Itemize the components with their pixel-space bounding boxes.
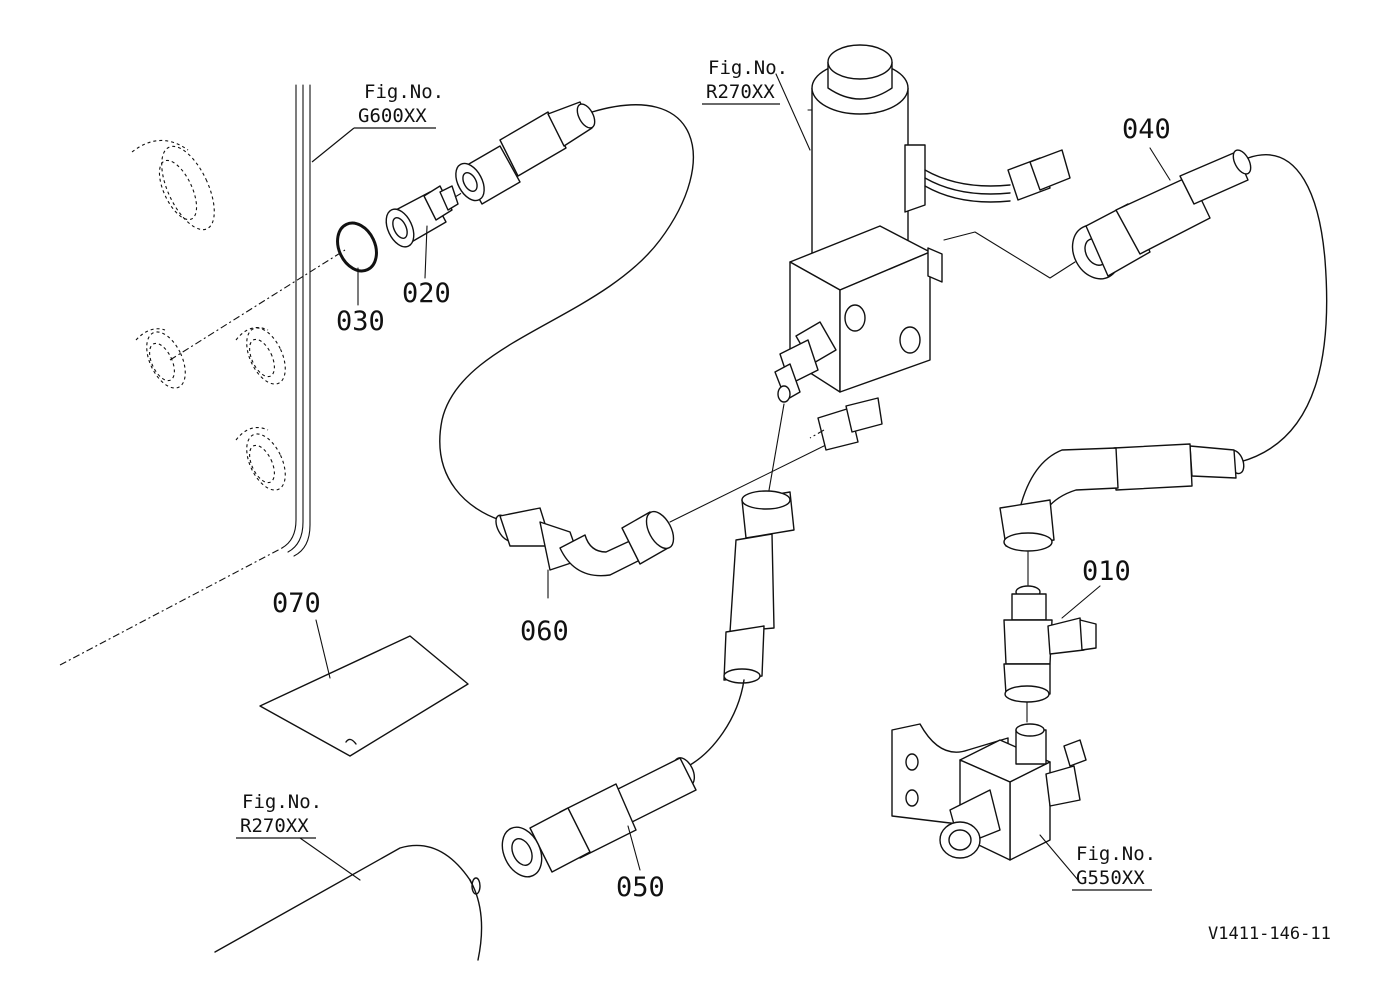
part-label-070: 070 bbox=[272, 588, 321, 619]
drawing-code: V1411-146-11 bbox=[1208, 924, 1331, 944]
adapter-020 bbox=[385, 185, 471, 279]
bracket-fitting bbox=[891, 723, 1087, 861]
hose-040 bbox=[999, 147, 1328, 552]
part-label-060: 060 bbox=[520, 616, 569, 647]
ref-r270-bottom-line2: R270XX bbox=[240, 815, 309, 837]
ref-g600-line1: Fig.No. bbox=[364, 81, 444, 103]
hose-050 bbox=[501, 490, 795, 878]
accumulator-tank bbox=[214, 844, 483, 961]
tee-fitting-010 bbox=[1003, 585, 1101, 703]
part-label-050: 050 bbox=[616, 872, 665, 903]
hose-060 bbox=[439, 101, 694, 599]
ref-r270-bottom-line1: Fig.No. bbox=[242, 791, 322, 813]
part-label-030: 030 bbox=[336, 306, 385, 337]
ref-g600-line2: G600XX bbox=[358, 105, 427, 127]
label-sheet-070 bbox=[259, 619, 469, 757]
ref-g550-line1: Fig.No. bbox=[1076, 843, 1156, 865]
housing-panel bbox=[59, 84, 346, 666]
part-label-020: 020 bbox=[402, 278, 451, 309]
solenoid-valve bbox=[774, 44, 1071, 451]
ref-g550-line2: G550XX bbox=[1076, 867, 1145, 889]
ref-r270-top-line2: R270XX bbox=[706, 81, 775, 103]
part-label-040: 040 bbox=[1122, 114, 1171, 145]
ref-r270-top-line1: Fig.No. bbox=[708, 57, 788, 79]
o-ring-030 bbox=[336, 221, 378, 306]
part-label-010: 010 bbox=[1082, 556, 1131, 587]
